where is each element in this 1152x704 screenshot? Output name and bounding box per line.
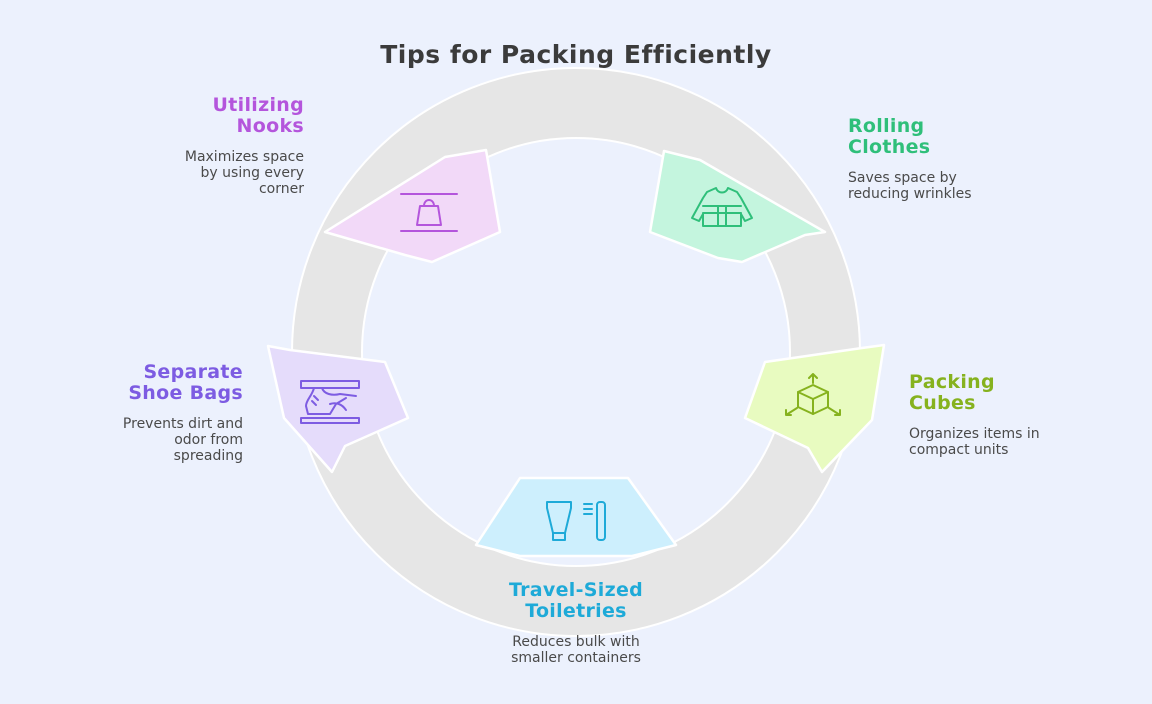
step-description: by using every (200, 165, 304, 181)
step-description: odor from (174, 432, 243, 448)
shopping-bag-icon (400, 193, 458, 232)
step-description: Prevents dirt and (122, 416, 243, 432)
step-title: Separate (143, 361, 243, 383)
step-title: Rolling (848, 115, 925, 137)
step-title: Cubes (909, 392, 976, 414)
step-description: Organizes items in (909, 426, 1040, 442)
step-description: smaller containers (511, 650, 641, 666)
step-title: Utilizing (212, 94, 304, 116)
step-description: compact units (909, 442, 1009, 458)
step-title: Packing (909, 371, 995, 393)
step-travel-toiletries: Travel-Sized Toiletries Reduces bulk wit… (451, 579, 701, 667)
shoe-bag-icon (300, 380, 360, 424)
page-title: Tips for Packing Efficiently (380, 40, 772, 69)
step-travel-toiletries-arrow (474, 476, 678, 558)
toiletries-icon (546, 501, 606, 541)
step-description: Reduces bulk with (512, 634, 640, 650)
step-description: spreading (173, 448, 243, 464)
step-title: Clothes (848, 136, 931, 158)
step-title: Nooks (236, 115, 304, 137)
step-description: reducing wrinkles (848, 186, 972, 202)
step-shoe-bags: Separate Shoe Bags Prevents dirt and odo… (40, 361, 243, 465)
step-title: Shoe Bags (128, 382, 243, 404)
step-description: Maximizes space (184, 149, 304, 165)
step-shoe-bags-arrow (266, 344, 410, 474)
step-rolling-clothes-arrow (648, 149, 827, 264)
step-rolling-clothes: Rolling Clothes Saves space by reducing … (848, 115, 1088, 203)
step-title: Travel-Sized (508, 579, 644, 601)
step-title: Toiletries (525, 600, 627, 622)
cube-icon (785, 373, 841, 416)
step-description: Saves space by (848, 170, 957, 186)
step-packing-cubes-arrow (743, 343, 886, 474)
shirt-icon (691, 187, 753, 227)
step-packing-cubes: Packing Cubes Organizes items in compact… (909, 371, 1129, 459)
step-utilizing-nooks-arrow (323, 148, 502, 264)
step-utilizing-nooks: Utilizing Nooks Maximizes space by using… (100, 94, 304, 198)
step-description: corner (258, 181, 304, 197)
cycle-ring (293, 69, 859, 635)
